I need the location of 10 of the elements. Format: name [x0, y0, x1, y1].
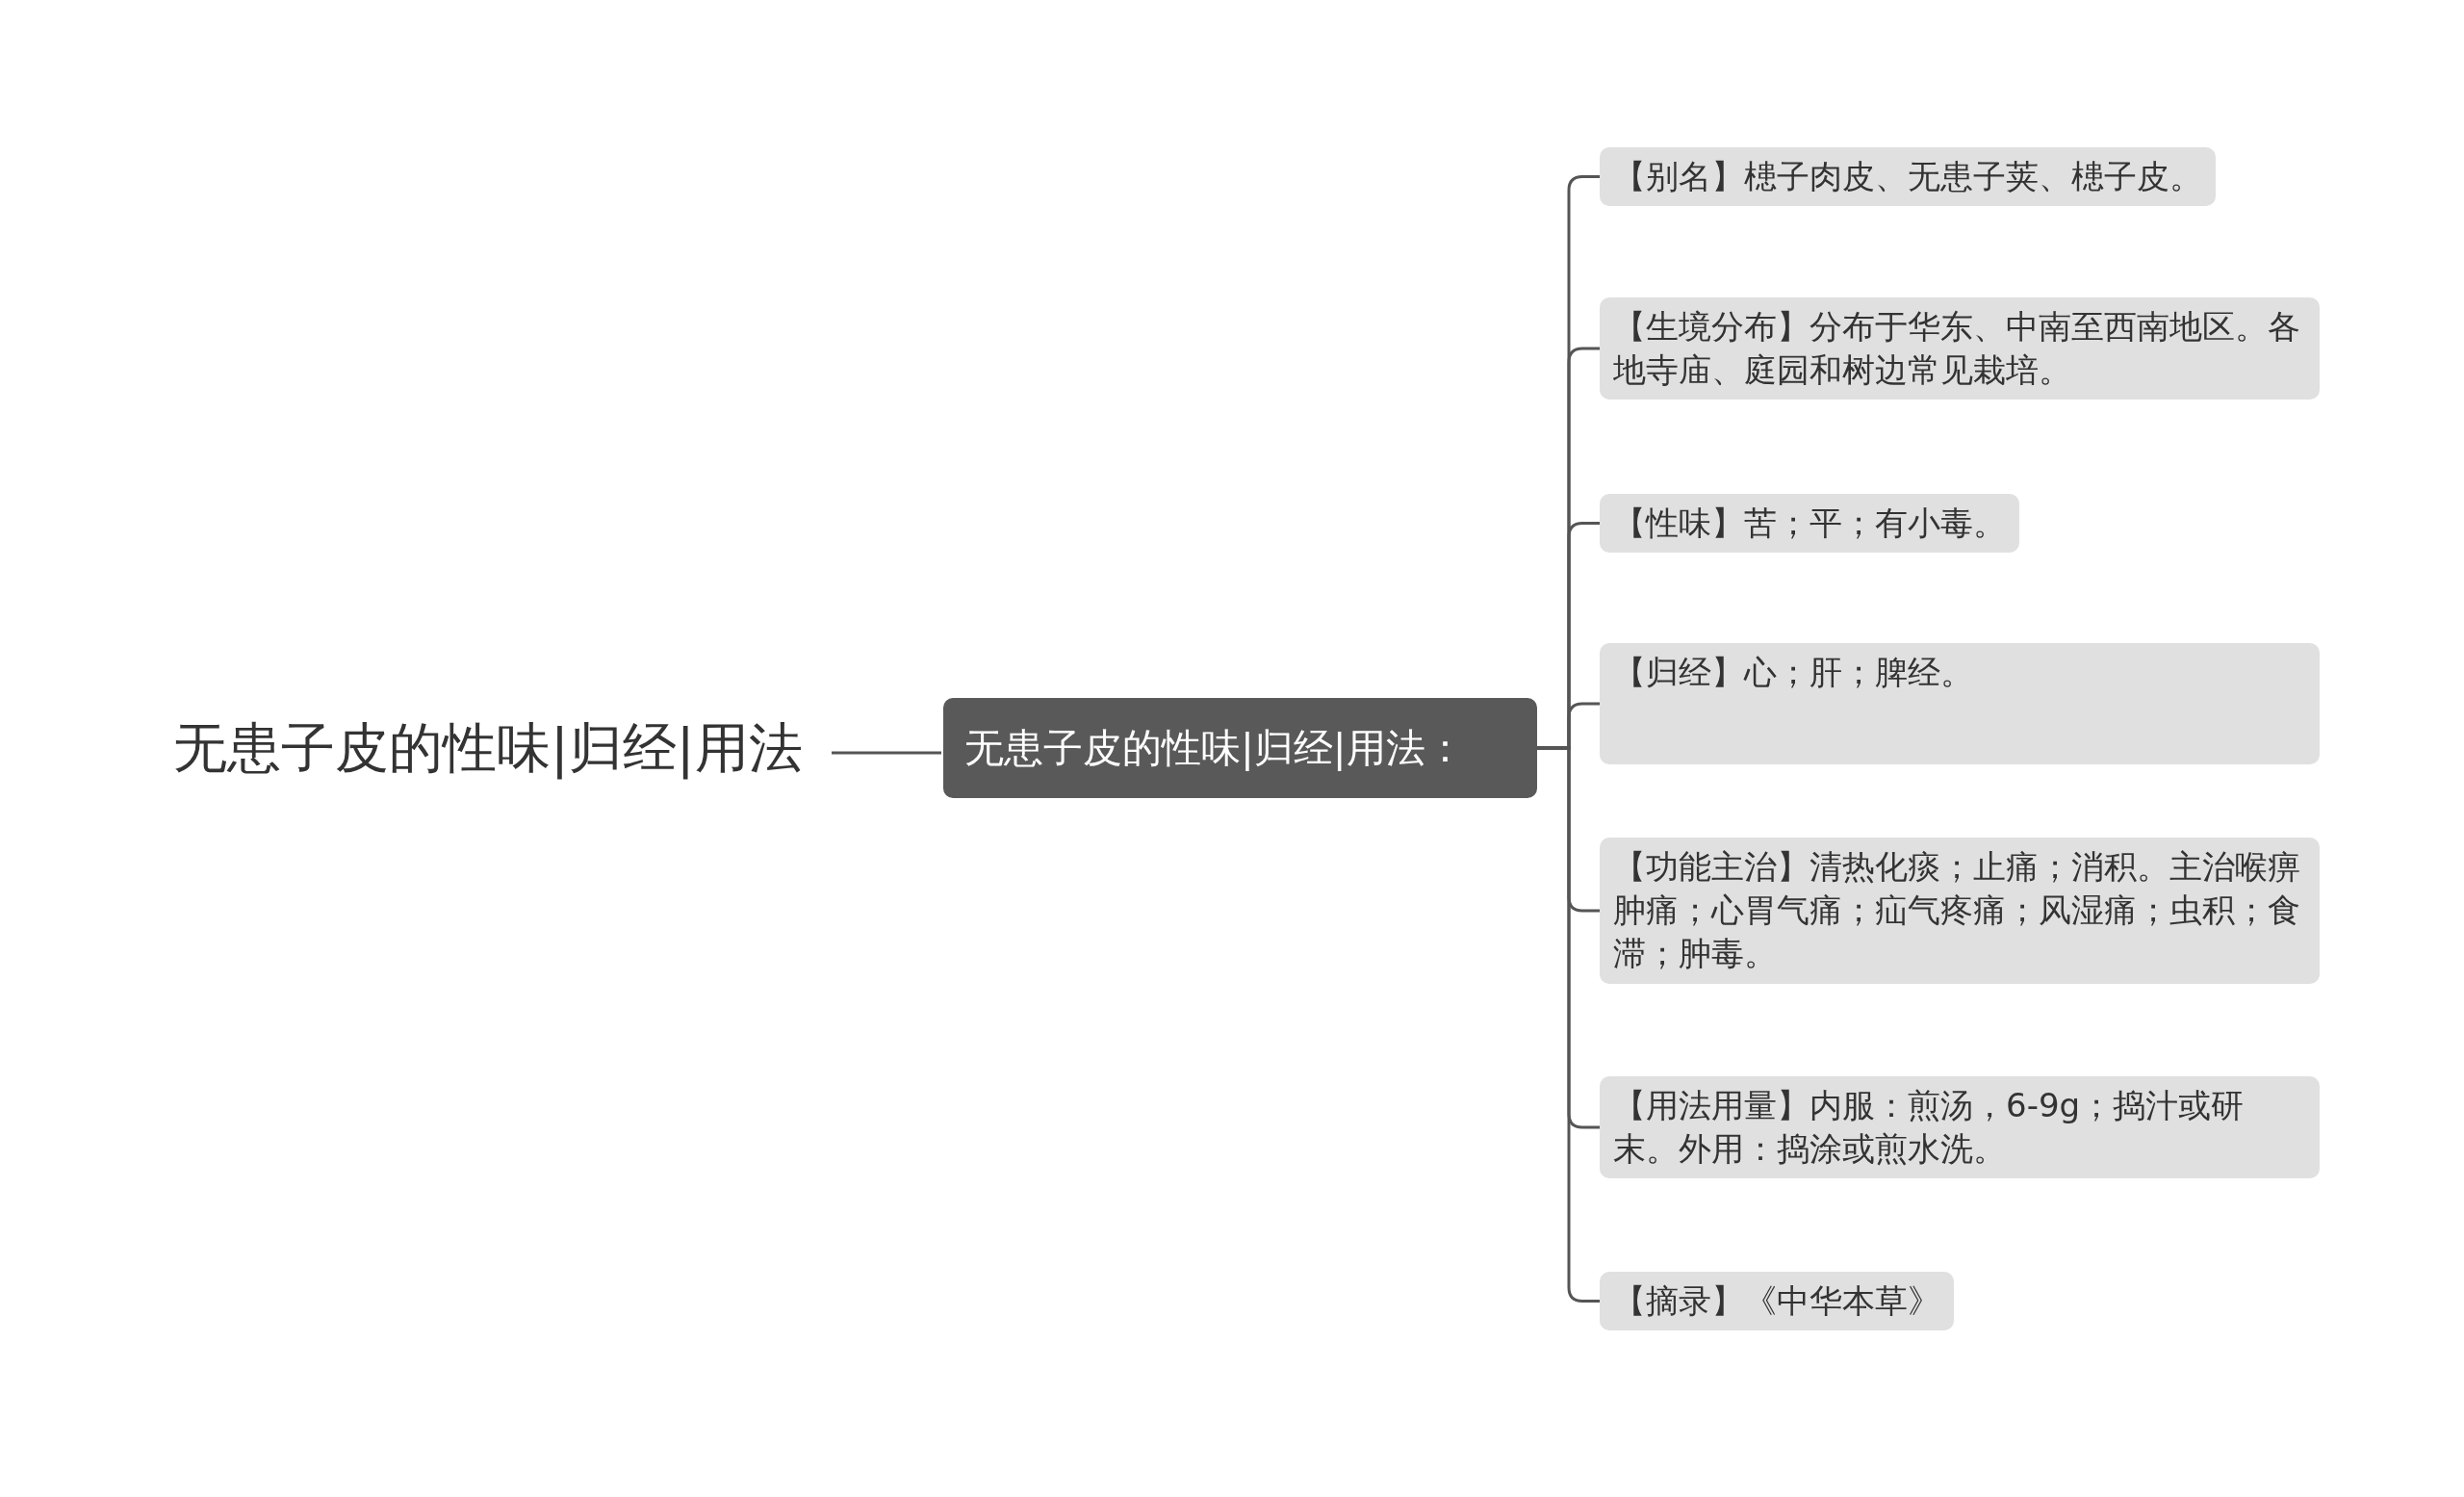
central-topic-box: 无患子皮的性味|归经|用法：: [943, 698, 1537, 798]
topic-text: 无患子皮的性味|归经|用法: [173, 712, 803, 786]
subtopic-box: 【摘录】《中华本草》: [1600, 1272, 1954, 1331]
subtopic-box: 【功能主治】清热化痰；止痛；消积。主治喉痹肿痛；心胃气痛；疝气疼痛；风湿痛；虫积；食滞；肿毒。: [1600, 838, 2320, 984]
subtopic-box: 【用法用量】内服：煎汤，6-9g；捣汁或研末。外用：捣涂或煎水洗。: [1600, 1076, 2320, 1179]
subtopic-box: 【归经】心；肝；脾经。: [1600, 643, 2320, 764]
subtopic-box: 【性味】苦；平；有小毒。: [1600, 494, 2019, 554]
connector-line: [832, 751, 941, 755]
subtopic-box: 【别名】槵子肉皮、无患子荚、槵子皮。: [1600, 147, 2216, 207]
subtopic-box: 【生境分布】分布于华东、中南至西南地区。各地寺庙、庭园和树边常见栽培。: [1600, 297, 2320, 400]
